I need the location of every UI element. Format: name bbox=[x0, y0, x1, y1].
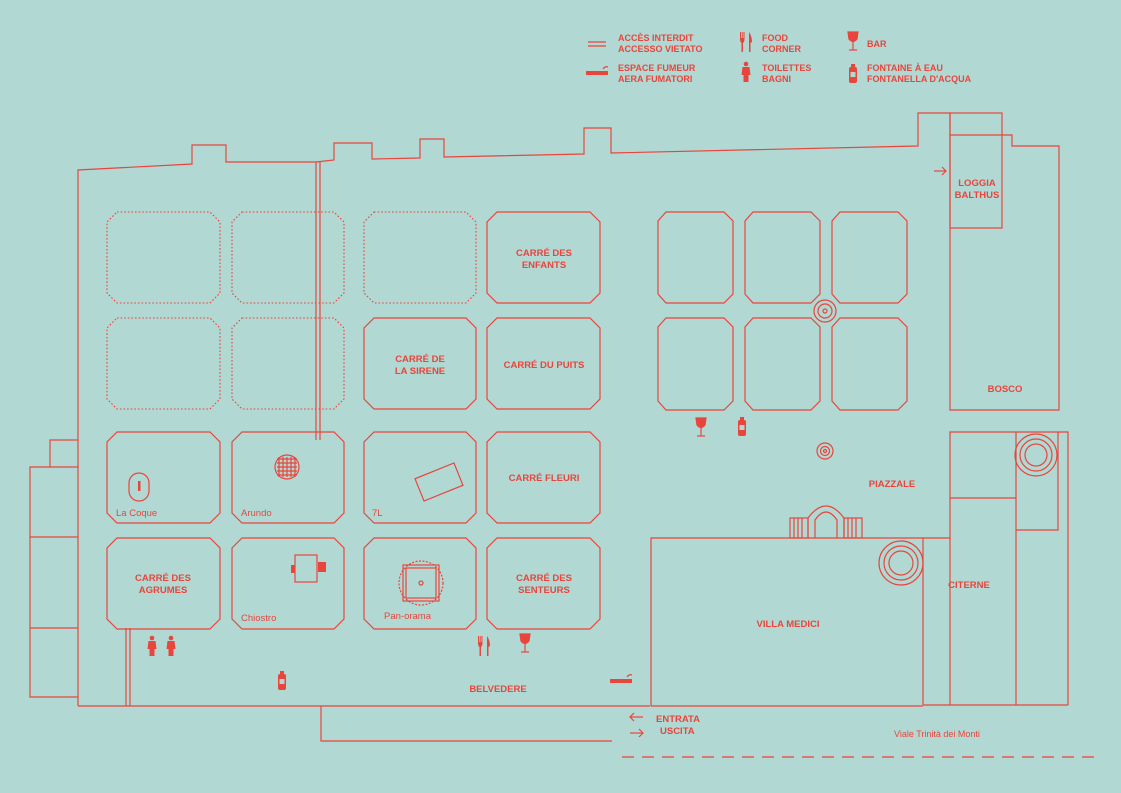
bed-enfants bbox=[486, 211, 601, 304]
label-chiostro: Chiostro bbox=[241, 613, 276, 624]
cigarette-icon bbox=[585, 66, 609, 76]
map-labels: LOGGIA BALTHUS BOSCO CARRÉ DES ENFANTS C… bbox=[116, 178, 1022, 739]
label-bosco: BOSCO bbox=[988, 384, 1023, 395]
label-enfants-2: ENFANTS bbox=[522, 260, 566, 271]
legend-food-1: FOOD bbox=[762, 33, 788, 43]
wine-glass-icon bbox=[519, 633, 531, 653]
legend: ACCÈS INTERDIT ACCESSO VIETATO ESPACE FU… bbox=[585, 31, 972, 84]
arrows bbox=[629, 166, 947, 738]
legend-bar: BAR bbox=[867, 39, 887, 49]
arundo-grid bbox=[274, 454, 300, 480]
label-street: Viale Trinità dei Monti bbox=[894, 729, 980, 739]
bed-agrumes bbox=[106, 537, 221, 630]
bed-panorama bbox=[363, 537, 477, 630]
la-coque-shape bbox=[128, 472, 150, 502]
7l-shape bbox=[414, 462, 464, 502]
label-sirene-2: LA SIRENE bbox=[395, 366, 445, 377]
bed-arundo bbox=[231, 431, 345, 524]
label-entrance-2: USCITA bbox=[660, 726, 695, 737]
bed-sirene bbox=[363, 317, 477, 410]
legend-forbidden-2: ACCESSO VIETATO bbox=[618, 44, 703, 54]
wine-glass-icon bbox=[695, 417, 707, 437]
arrow-icon bbox=[934, 166, 947, 176]
label-7l: 7L bbox=[372, 508, 383, 519]
label-piazzale: PIAZZALE bbox=[869, 479, 915, 490]
fork-knife-icon bbox=[740, 32, 752, 52]
toilet-person-icon bbox=[741, 61, 751, 82]
label-agrumes-1: CARRÉ DES bbox=[135, 573, 191, 584]
rotunda-villa bbox=[878, 540, 924, 586]
water-bottle-icon bbox=[849, 64, 857, 83]
chiostro-shape bbox=[291, 554, 326, 583]
arrow-icon bbox=[630, 728, 644, 738]
label-loggia-1: LOGGIA bbox=[958, 178, 996, 189]
bed-7l bbox=[363, 431, 477, 524]
toilet-person-icon bbox=[166, 635, 176, 656]
legend-food-2: CORNER bbox=[762, 44, 802, 54]
label-belvedere: BELVEDERE bbox=[469, 684, 526, 695]
label-fleuri: CARRÉ FLEURI bbox=[509, 473, 580, 484]
label-entrance-1: ENTRATA bbox=[656, 714, 700, 725]
panorama-shape bbox=[398, 560, 444, 606]
label-citerne: CITERNE bbox=[948, 580, 990, 591]
legend-smoking-1: ESPACE FUMEUR bbox=[618, 63, 696, 73]
fountain-icon bbox=[813, 299, 837, 323]
legend-toilets-1: TOILETTES bbox=[762, 63, 811, 73]
garden-walls bbox=[29, 112, 1095, 758]
legend-toilets-2: BAGNI bbox=[762, 74, 791, 84]
label-villa-medici: VILLA MEDICI bbox=[757, 619, 820, 630]
toilet-person-icon bbox=[147, 635, 157, 656]
forbidden-line-icon bbox=[588, 41, 606, 47]
label-senteurs-1: CARRÉ DES bbox=[516, 573, 572, 584]
villa-features bbox=[789, 433, 1058, 586]
label-enfants-1: CARRÉ DES bbox=[516, 248, 572, 259]
legend-forbidden-1: ACCÈS INTERDIT bbox=[618, 33, 694, 43]
cigarette-icon bbox=[609, 674, 633, 684]
bed-coque bbox=[106, 431, 221, 524]
label-puits: CARRÉ DU PUITS bbox=[504, 360, 585, 371]
right-grid-beds bbox=[657, 211, 908, 460]
bed-puits bbox=[486, 317, 601, 410]
label-coque: La Coque bbox=[116, 508, 157, 519]
legend-smoking-2: AERA FUMATORI bbox=[618, 74, 692, 84]
wine-glass-icon bbox=[847, 31, 859, 51]
label-arundo: Arundo bbox=[241, 508, 272, 519]
service-icons bbox=[147, 417, 746, 690]
water-bottle-icon bbox=[278, 671, 286, 690]
garden-beds bbox=[106, 211, 601, 630]
label-agrumes-2: AGRUMES bbox=[139, 585, 188, 596]
bed-chiostro bbox=[231, 537, 345, 630]
label-panorama: Pan-orama bbox=[384, 611, 432, 622]
bed-fleuri bbox=[486, 431, 601, 524]
label-sirene-1: CARRÉ DE bbox=[395, 354, 445, 365]
rotunda-piazzale bbox=[1014, 433, 1058, 477]
fork-knife-icon bbox=[478, 636, 490, 656]
bed-senteurs bbox=[486, 537, 601, 630]
artworks bbox=[128, 454, 464, 606]
fountain-icon bbox=[816, 442, 834, 460]
label-loggia-2: BALTHUS bbox=[955, 190, 1000, 201]
legend-fountain-1: FONTAINE À EAU bbox=[867, 63, 943, 73]
water-bottle-icon bbox=[738, 417, 746, 436]
forbidden-beds bbox=[106, 211, 477, 410]
arrow-icon bbox=[629, 712, 643, 722]
label-senteurs-2: SENTEURS bbox=[518, 585, 570, 596]
legend-fountain-2: FONTANELLA D'ACQUA bbox=[867, 74, 972, 84]
